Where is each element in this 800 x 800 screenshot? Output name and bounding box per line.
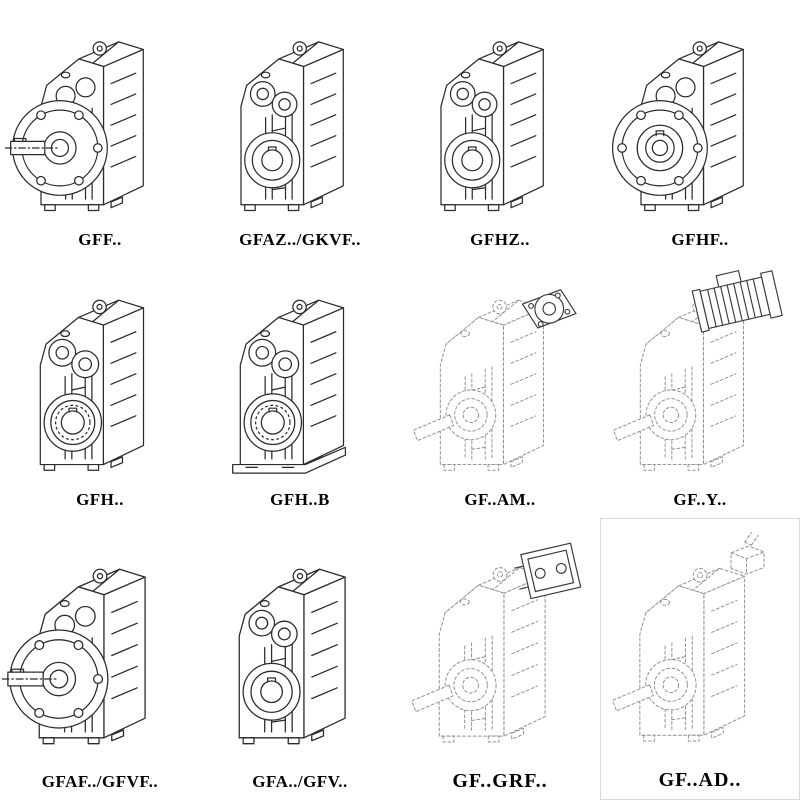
catalog-item-gfh: GFH.. [0, 258, 200, 518]
catalog-item-gfa-gfv: GFA../GFV.. [200, 518, 400, 800]
catalog-item-gfhf: GFHF.. [600, 0, 800, 258]
gearbox-drawing-gfhf [602, 4, 798, 231]
product-label-gfaz-gkvf: GFAZ../GKVF.. [239, 230, 361, 250]
catalog-item-gf-ad: GF..AD.. [600, 518, 800, 800]
catalog-item-gfh-b: GFH..B [200, 258, 400, 518]
catalog-item-gfhz: GFHZ.. [400, 0, 600, 258]
gearbox-drawing-gfaf-gfvf [2, 522, 198, 773]
product-label-gfaf-gfvf: GFAF../GFVF.. [41, 772, 159, 792]
product-label-gfa-gfv: GFA../GFV.. [252, 772, 348, 792]
gearbox-drawing-gfh-b [202, 262, 398, 491]
catalog-item-gf-y: GF..Y.. [600, 258, 800, 518]
product-label-gf-am: GF..AM.. [464, 490, 536, 510]
product-label-gf-ad: GF..AD.. [658, 769, 742, 791]
product-label-gfh: GFH.. [76, 490, 124, 510]
gearbox-drawing-gf-ad [603, 523, 797, 769]
gearbox-drawing-gfh [2, 262, 198, 491]
catalog-item-gf-am: GF..AM.. [400, 258, 600, 518]
catalog-item-gfaf-gfvf: GFAF../GFVF.. [0, 518, 200, 800]
gearbox-drawing-gf-grf [402, 522, 598, 770]
product-label-gf-y: GF..Y.. [673, 490, 727, 510]
catalog-item-gfaz-gkvf: GFAZ../GKVF.. [200, 0, 400, 258]
gearbox-drawing-gff [2, 4, 198, 231]
gearbox-drawing-gfhz [402, 4, 598, 231]
catalog-item-gf-grf: GF..GRF.. [400, 518, 600, 800]
product-label-gfhf: GFHF.. [671, 230, 729, 250]
catalog-item-gff: GFF.. [0, 0, 200, 258]
gearbox-drawing-gf-y [602, 262, 798, 491]
product-label-gf-grf: GF..GRF.. [452, 770, 548, 792]
gearbox-drawing-gfa-gfv [202, 522, 398, 773]
gearbox-drawing-gf-am [402, 262, 598, 491]
gearbox-drawing-gfaz-gkvf [202, 4, 398, 231]
product-label-gfhz: GFHZ.. [470, 230, 530, 250]
product-label-gff: GFF.. [78, 230, 122, 250]
product-label-gfh-b: GFH..B [270, 490, 330, 510]
